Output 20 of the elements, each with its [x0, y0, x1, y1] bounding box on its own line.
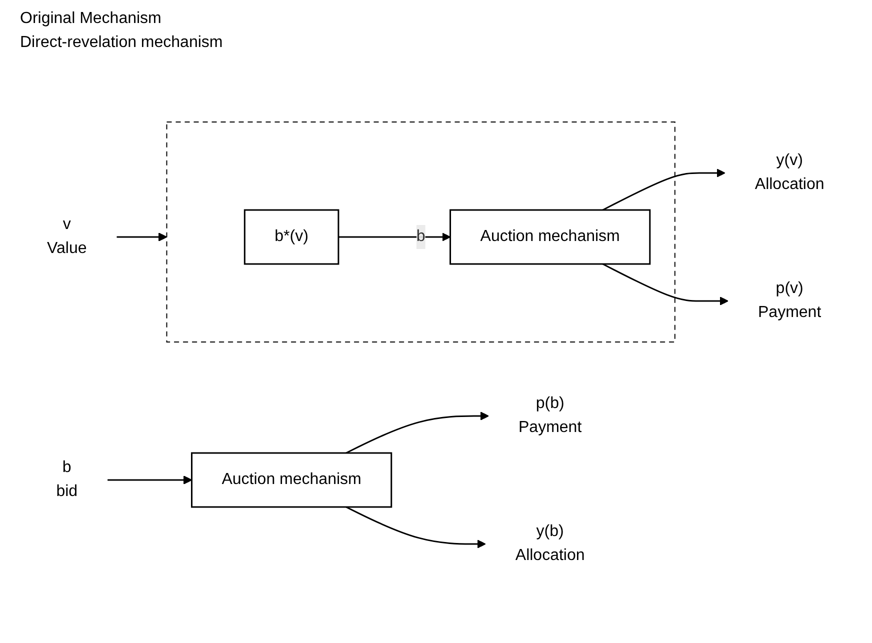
node-text: p(b) Payment — [518, 395, 582, 436]
node-text: p(v) Payment — [758, 280, 822, 321]
edge-label: b — [416, 228, 426, 245]
node-text: b bid — [56, 459, 78, 500]
arrow — [108, 476, 192, 484]
arrow — [346, 506, 486, 548]
node-text: y(b) Allocation — [516, 523, 586, 564]
node-box: Auction mechanism — [191, 452, 392, 508]
cluster — [166, 122, 676, 342]
arrow — [346, 412, 490, 454]
arrow — [338, 232, 452, 242]
node-box: b*(v) — [244, 209, 340, 265]
node-text: v Value — [47, 216, 88, 257]
section-heading: Direct-revelation mechanism — [20, 34, 223, 52]
section-heading: Original Mechanism — [20, 10, 162, 28]
node-box: Auction mechanism — [450, 209, 651, 265]
node-text: y(v) Allocation — [755, 152, 825, 193]
arrow — [602, 168, 726, 211]
arrow — [117, 232, 168, 242]
arrow — [602, 263, 729, 306]
